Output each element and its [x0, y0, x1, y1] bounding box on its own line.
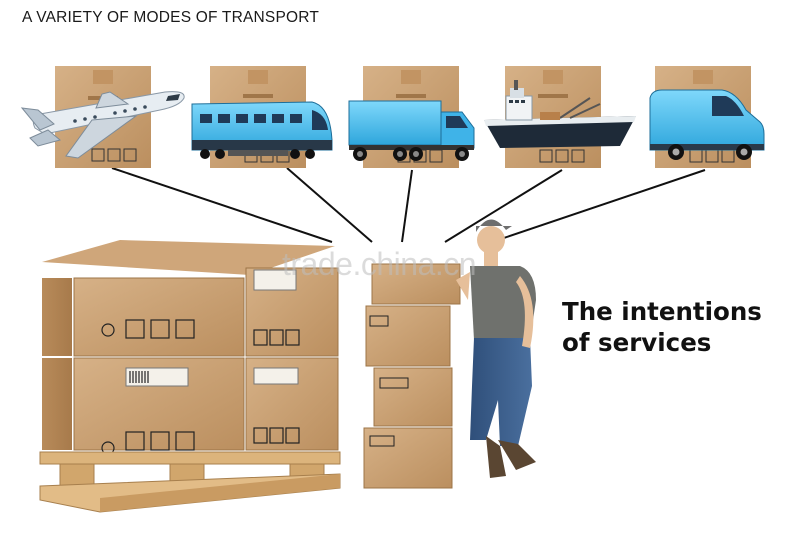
- services-tagline: The intentions of services: [562, 296, 782, 358]
- tagline-line-2: of services: [562, 328, 712, 357]
- train-icon: [191, 101, 333, 159]
- pallet-stack: [39, 240, 341, 513]
- tagline-line-1: The intentions: [562, 297, 762, 326]
- watermark-text: trade.china.cn: [282, 246, 477, 282]
- box-column: [363, 263, 461, 489]
- van-icon: [649, 89, 765, 160]
- mode-box-ship: [505, 66, 601, 168]
- page-title: A VARIETY OF MODES OF TRANSPORT: [22, 9, 320, 26]
- ship-icon: [484, 80, 636, 148]
- connector-lines: [111, 167, 706, 243]
- airplane-icon: [20, 91, 185, 159]
- courier-person: [456, 219, 536, 478]
- truck-icon: [348, 100, 475, 161]
